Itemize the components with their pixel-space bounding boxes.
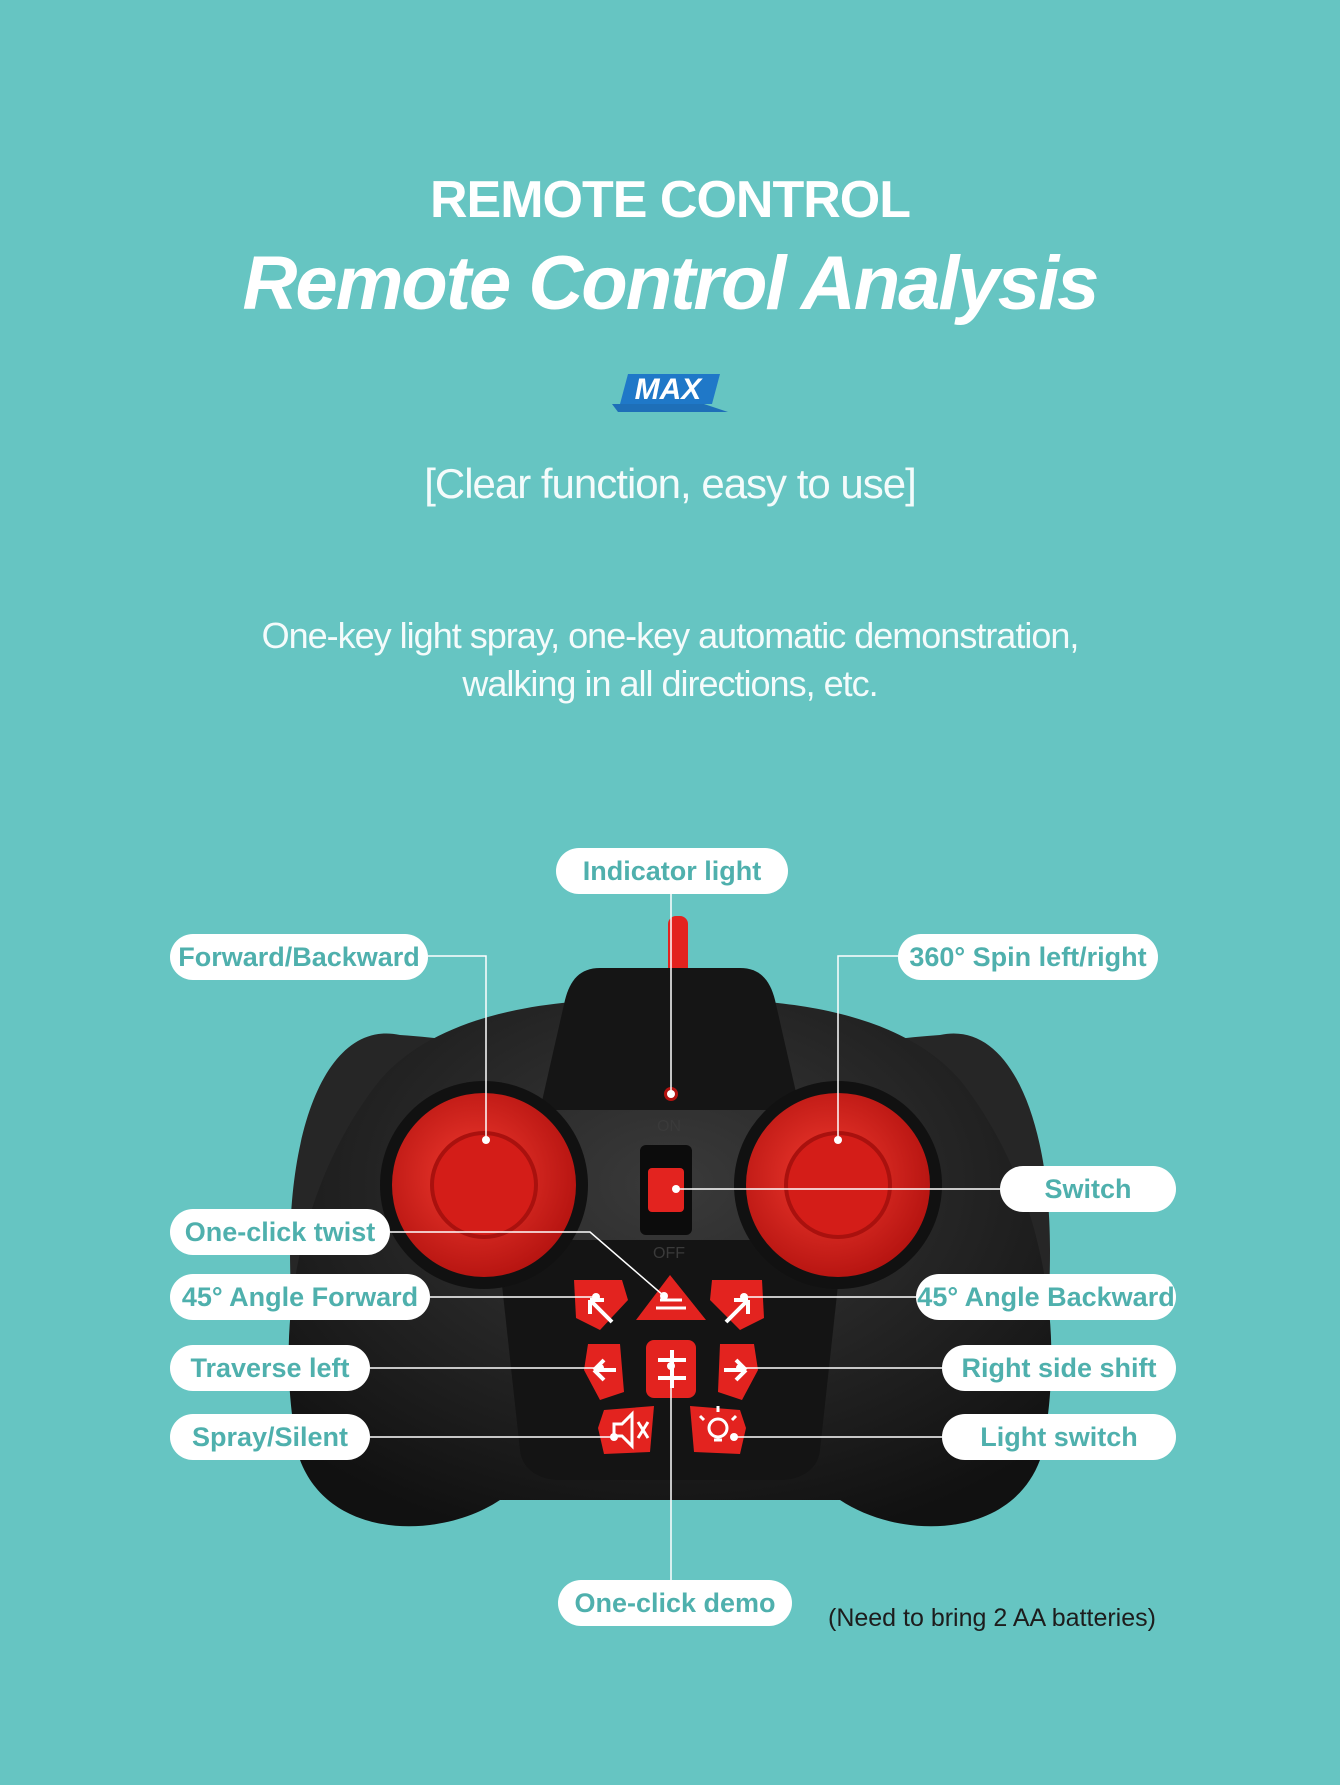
leader-lines [370,892,1000,1580]
spray-silent-button[interactable] [598,1406,654,1454]
label-right-side-shift: Right side shift [942,1345,1176,1391]
tagline: [Clear function, easy to use] [424,460,917,507]
label-switch: Switch [1000,1166,1176,1212]
logo-text: MAX [635,373,704,406]
label-indicator-light: Indicator light [556,848,788,894]
label-one-click-demo: One-click demo [558,1580,792,1626]
label-angle-backward: 45° Angle Backward [916,1274,1176,1320]
angle-forward-button[interactable] [574,1280,628,1330]
label-angle-forward: 45° Angle Forward [170,1274,430,1320]
page-title: Remote Control Analysis [242,241,1100,326]
twist-icon [656,1298,686,1310]
antenna-tower [540,968,800,1110]
right-joystick[interactable] [734,1081,942,1289]
angle-backward-button[interactable] [710,1280,764,1330]
label-one-click-twist: One-click twist [170,1209,390,1255]
one-click-twist-button[interactable] [636,1275,706,1320]
description-line-2: walking in all directions, etc. [462,663,878,704]
max-logo: MAX [608,370,732,420]
switch-off-label: OFF [653,1245,685,1262]
description: One-key light spray, one-key automatic d… [0,612,1340,708]
label-light-switch: Light switch [942,1414,1176,1460]
power-switch[interactable] [648,1168,684,1212]
light-switch-button[interactable] [690,1406,746,1454]
label-spray-silent: Spray/Silent [170,1414,370,1460]
label-traverse-left: Traverse left [170,1345,370,1391]
battery-note: (Need to bring 2 AA batteries) [828,1604,1156,1632]
switch-on-label: ON [657,1118,681,1135]
antenna [668,916,688,976]
leader-dots [482,1090,842,1441]
label-spin: 360° Spin left/right [898,934,1158,980]
light-bulb-icon [698,1406,738,1442]
eyebrow-heading: REMOTE CONTROL [430,171,911,229]
left-joystick[interactable] [380,1081,588,1289]
description-line-1: One-key light spray, one-key automatic d… [261,615,1080,656]
label-forward-backward: Forward/Backward [170,934,428,980]
